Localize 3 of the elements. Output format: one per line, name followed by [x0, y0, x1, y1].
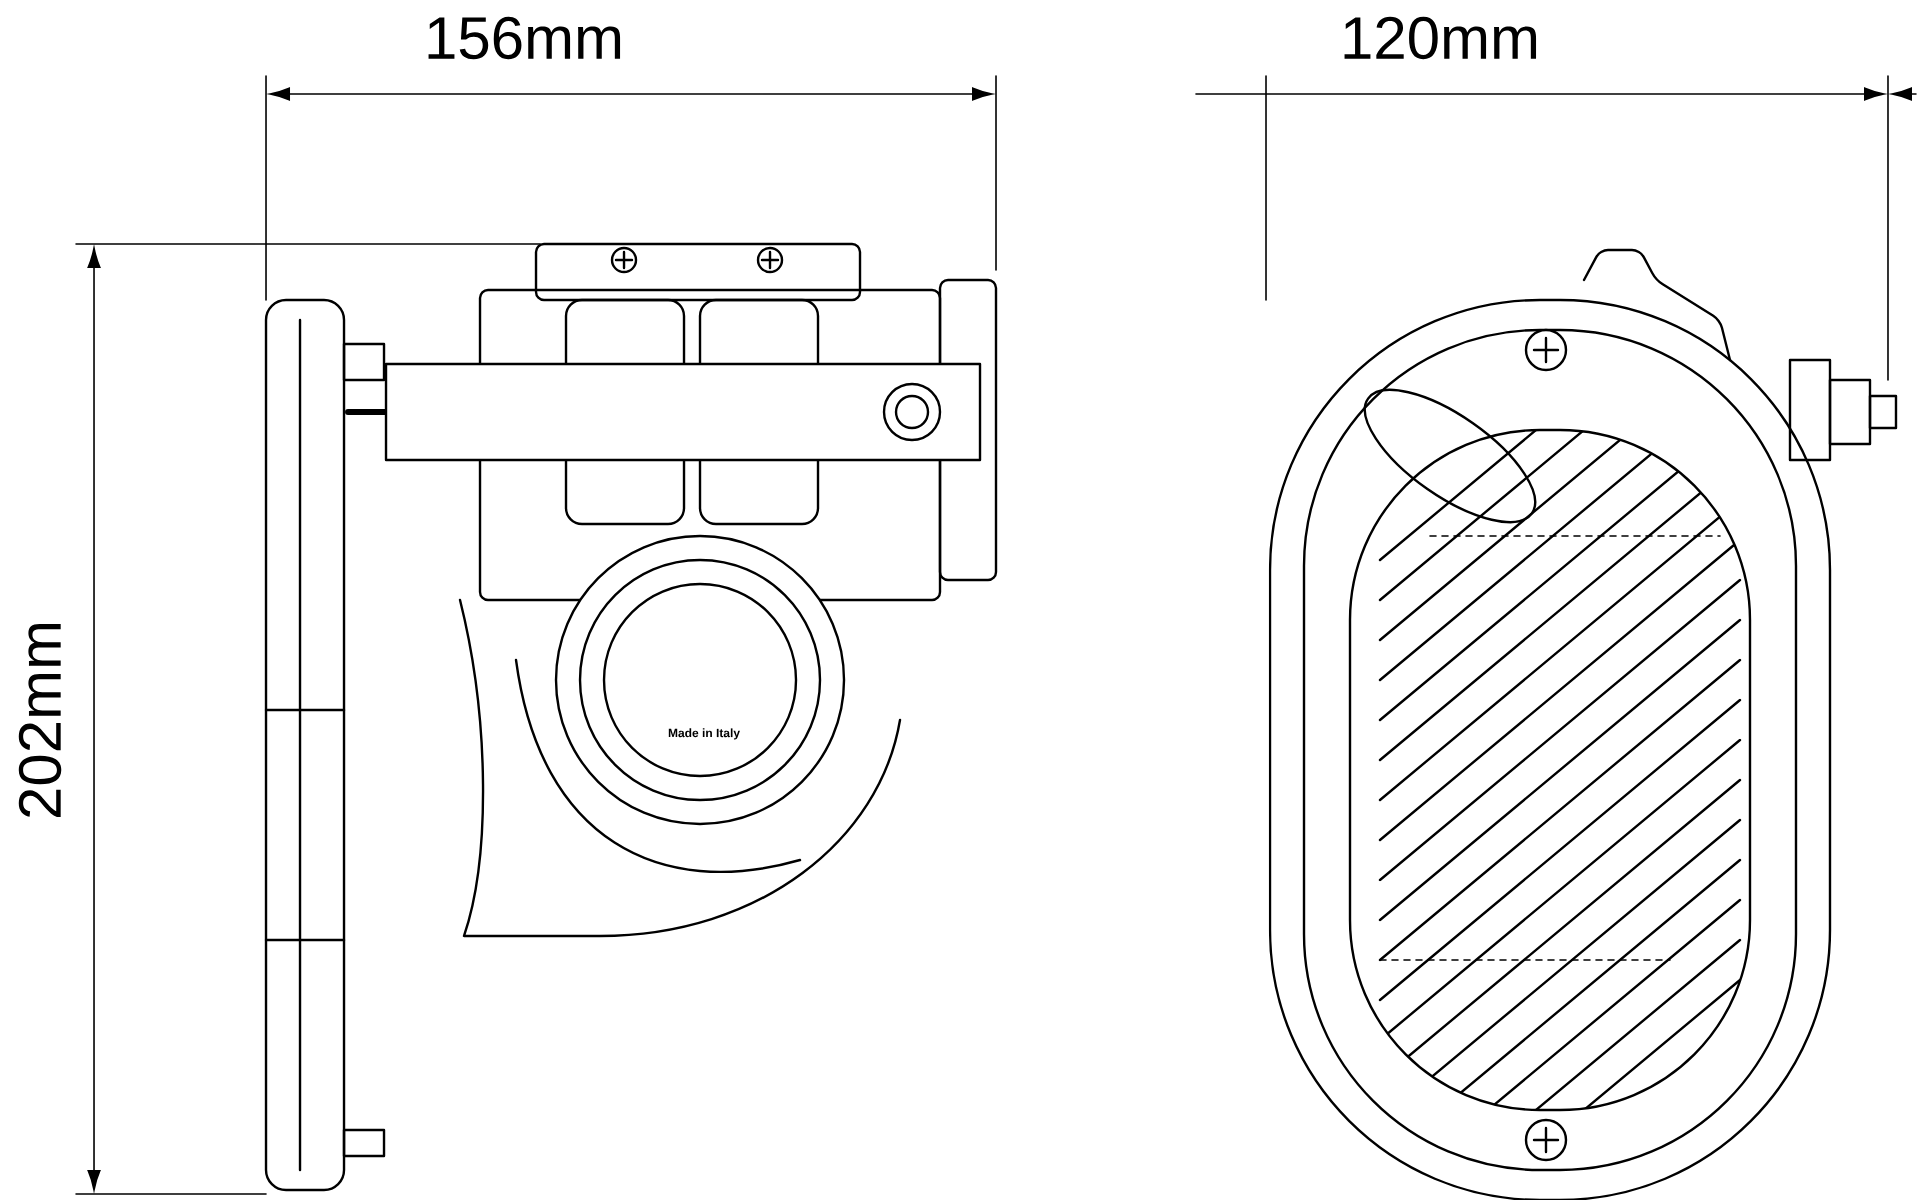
dimension-label: 156mm: [428, 16, 621, 60]
dimension-label: 120mm: [1344, 16, 1537, 60]
dimension-label: 202mm: [18, 623, 62, 817]
